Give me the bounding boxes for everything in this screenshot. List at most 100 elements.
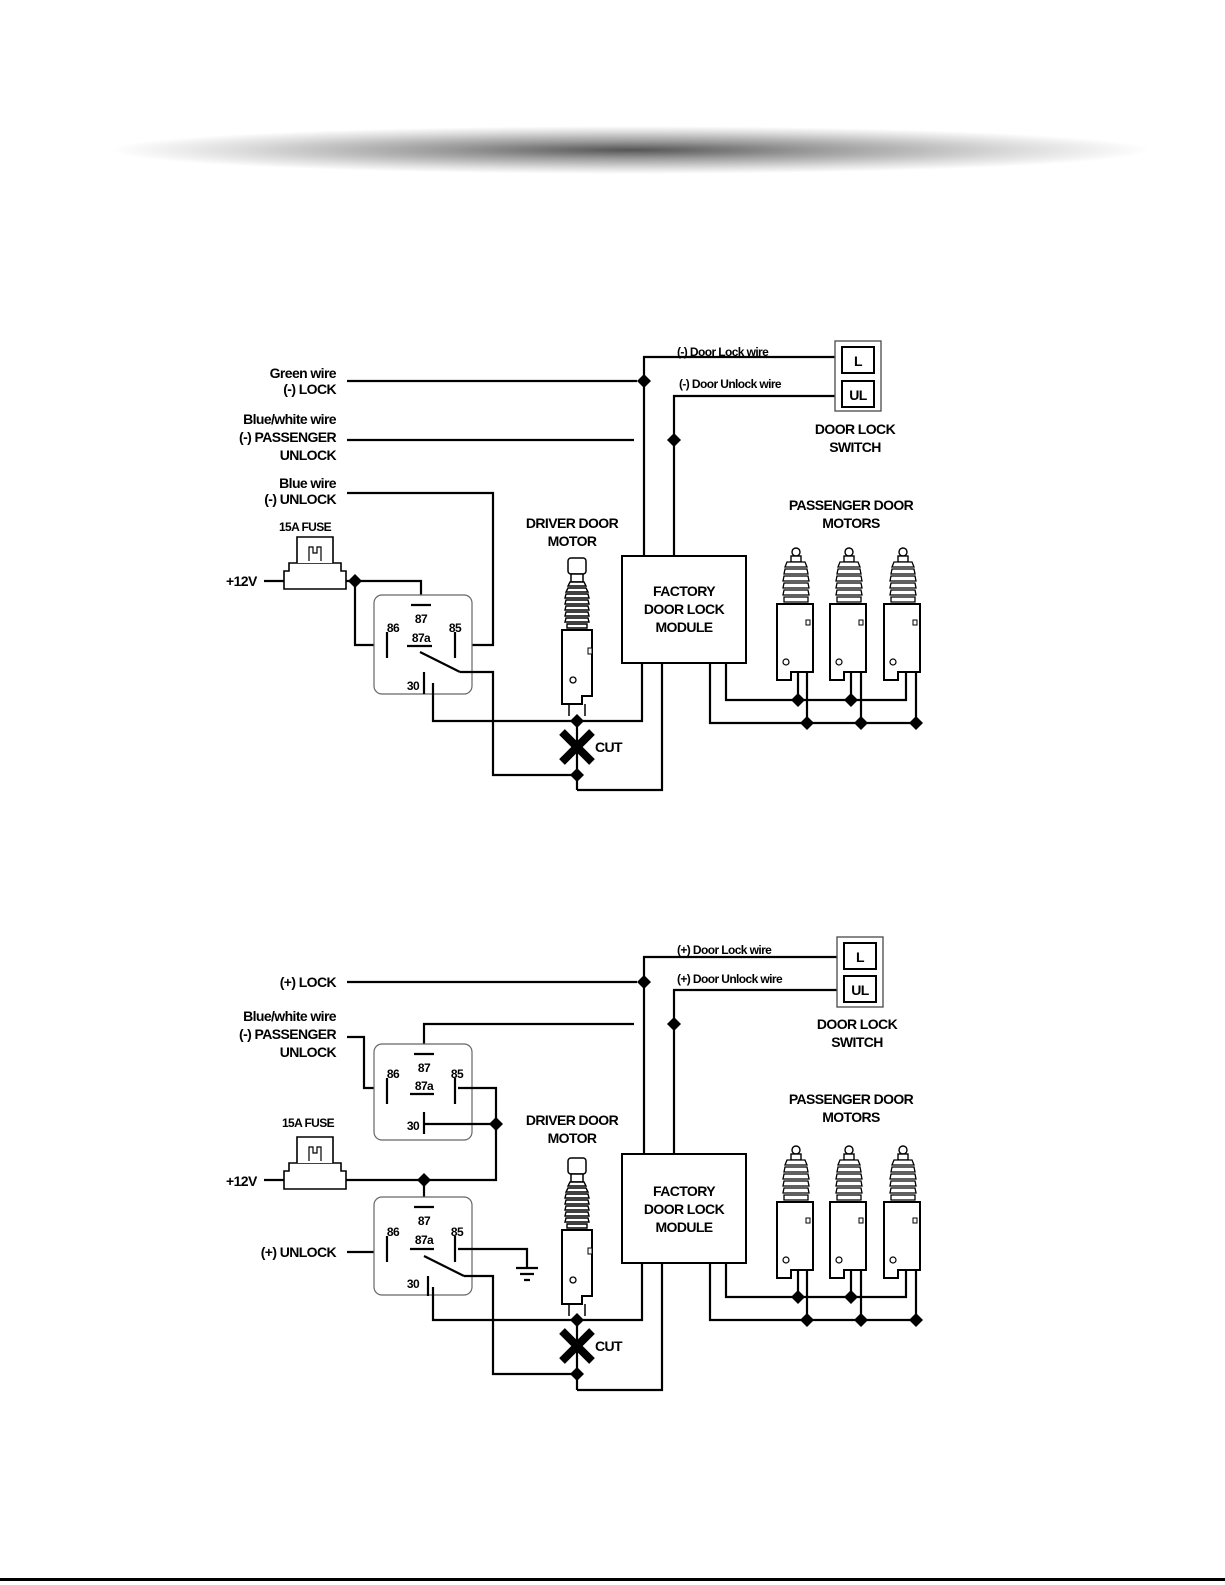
top-unlock-wire bbox=[347, 491, 495, 647]
bottom-passenger-taps bbox=[796, 1270, 863, 1320]
bottom-module-label-3: MODULE bbox=[655, 1219, 712, 1235]
bottom-switch-UL bbox=[843, 975, 877, 1003]
junction-dot bbox=[854, 716, 868, 730]
top-relay-85: 85 bbox=[449, 621, 462, 635]
top-module-label-2: DOOR LOCK bbox=[644, 601, 725, 617]
top-passenger-motors-label: PASSENGER DOOR bbox=[789, 497, 914, 513]
bottom-relay-b-87a-wire bbox=[464, 1274, 575, 1376]
bottom-relay-a-coil-contacts bbox=[385, 1078, 457, 1104]
junction-dot bbox=[637, 374, 651, 388]
bottom-fuse-label: 15A FUSE bbox=[282, 1116, 335, 1130]
top-door-lock-wire-label: (-) Door Lock wire bbox=[677, 345, 769, 359]
top-switch-title-2: SWITCH bbox=[829, 439, 881, 455]
bottom-module-driver-wire bbox=[577, 1263, 644, 1322]
top-relay-coil-contacts bbox=[385, 632, 457, 658]
bottom-passenger-motors-label-2: MOTORS bbox=[822, 1109, 880, 1125]
bottom-driver-motor-label-2: MOTOR bbox=[548, 1130, 597, 1146]
bottom-door-lock-wire bbox=[642, 955, 841, 1154]
bottom-lock-label: (+) LOCK bbox=[280, 974, 337, 990]
top-relay-87: 87 bbox=[415, 612, 428, 626]
bottom-relay-b-coil-contacts bbox=[385, 1236, 457, 1262]
junction-dot bbox=[800, 716, 814, 730]
bottom-bluewhite-wire-label: Blue/white wire bbox=[243, 1008, 337, 1024]
top-relay-30-switch bbox=[419, 651, 461, 694]
bottom-fuse-icon bbox=[283, 1136, 347, 1190]
bottom-relay-a-87: 87 bbox=[418, 1061, 431, 1075]
bottom-passenger-motor-3 bbox=[883, 1145, 921, 1279]
top-switch-title-1: DOOR LOCK bbox=[815, 421, 896, 437]
bottom-passenger-label: (-) PASSENGER bbox=[239, 1026, 336, 1042]
junction-markers bbox=[348, 374, 923, 1381]
top-switch-L bbox=[841, 346, 875, 374]
top-relay-87a-wire bbox=[460, 670, 575, 777]
top-passenger-label: (-) PASSENGER bbox=[239, 429, 336, 445]
bottom-relay-b-30: 30 bbox=[407, 1277, 420, 1291]
top-door-unlock-wire-label: (-) Door Unlock wire bbox=[679, 377, 782, 391]
top-lock-label: (-) LOCK bbox=[283, 381, 336, 397]
top-unlock-label: (-) UNLOCK bbox=[264, 491, 336, 507]
top-driver-motor-icon bbox=[561, 557, 593, 717]
top-module-label-1: FACTORY bbox=[653, 583, 716, 599]
junction-dot bbox=[570, 768, 584, 782]
top-relay-86: 86 bbox=[387, 621, 400, 635]
top-fuse-label: 15A FUSE bbox=[279, 520, 332, 534]
bottom-relay-b-86: 86 bbox=[387, 1225, 400, 1239]
bottom-door-lock-wire-label: (+) Door Lock wire bbox=[677, 943, 772, 957]
bottom-passenger-motor-2 bbox=[829, 1145, 867, 1279]
bottom-switch-title-1: DOOR LOCK bbox=[817, 1016, 898, 1032]
top-module-driver-wire bbox=[577, 663, 644, 723]
junction-dot bbox=[637, 975, 651, 989]
bottom-module-label-1: FACTORY bbox=[653, 1183, 716, 1199]
bottom-relay-b-87a: 87a bbox=[415, 1233, 434, 1247]
bottom-cut-label: CUT bbox=[595, 1338, 623, 1354]
bottom-relay-a-87a: 87a bbox=[415, 1079, 434, 1093]
bottom-relay-b-87: 87 bbox=[418, 1214, 431, 1228]
bottom-door-unlock-wire bbox=[672, 988, 841, 1154]
top-cut-label: CUT bbox=[595, 739, 623, 755]
top-relay-87a: 87a bbox=[412, 631, 431, 645]
bottom-switch-UL-label: UL bbox=[851, 982, 870, 998]
junction-dot bbox=[854, 1313, 868, 1327]
bottom-relay-b-box bbox=[373, 1196, 473, 1296]
bottom-relay-a-87-wire bbox=[422, 1022, 634, 1053]
junction-dot bbox=[909, 716, 923, 730]
top-relay-30: 30 bbox=[407, 679, 420, 693]
top-module-label-3: MODULE bbox=[655, 619, 712, 635]
top-factory-module bbox=[621, 555, 747, 664]
ground-icon bbox=[516, 1266, 538, 1282]
bottom-relay-a-box bbox=[373, 1043, 473, 1141]
top-passenger-motor-3 bbox=[883, 547, 921, 681]
bottom-relay-a-85: 85 bbox=[451, 1067, 464, 1081]
top-door-unlock-wire bbox=[672, 394, 841, 556]
bottom-switch-L bbox=[843, 942, 877, 970]
bottom-passenger-motor-1 bbox=[776, 1145, 814, 1279]
bottom-unlock-label: (+) UNLOCK bbox=[261, 1244, 337, 1260]
bottom-switch-title-2: SWITCH bbox=[831, 1034, 883, 1050]
bottom-passenger-motors-label: PASSENGER DOOR bbox=[789, 1091, 914, 1107]
top-switch-UL bbox=[841, 380, 875, 408]
bottom-module-label-2: DOOR LOCK bbox=[644, 1201, 725, 1217]
top-12v-label: +12V bbox=[226, 573, 258, 589]
top-passenger-bus-1 bbox=[724, 663, 908, 702]
top-fuse-icon bbox=[283, 536, 347, 590]
top-driver-motor-label: DRIVER DOOR bbox=[526, 515, 619, 531]
junction-dot bbox=[844, 1290, 858, 1304]
bottom-door-unlock-wire-label: (+) Door Unlock wire bbox=[677, 972, 783, 986]
top-blue-wire-label: Blue wire bbox=[279, 475, 337, 491]
junction-dot bbox=[800, 1313, 814, 1327]
bottom-cut-icon bbox=[559, 1328, 595, 1364]
bottom-passenger-bus-1 bbox=[724, 1263, 908, 1299]
bottom-module-return-wire bbox=[577, 1263, 664, 1392]
top-cut-icon bbox=[559, 729, 595, 765]
footer-rule bbox=[0, 1578, 1225, 1581]
junction-dot bbox=[667, 1017, 681, 1031]
junction-dot bbox=[909, 1313, 923, 1327]
bottom-relay-b-30-wire bbox=[431, 1287, 575, 1322]
bottom-factory-module bbox=[621, 1153, 747, 1264]
bottom-relay-b-85: 85 bbox=[451, 1225, 464, 1239]
top-driver-motor-label-2: MOTOR bbox=[548, 533, 597, 549]
junction-dot bbox=[667, 433, 681, 447]
top-relay-30-wire bbox=[431, 683, 575, 723]
header-banner bbox=[110, 126, 1150, 174]
